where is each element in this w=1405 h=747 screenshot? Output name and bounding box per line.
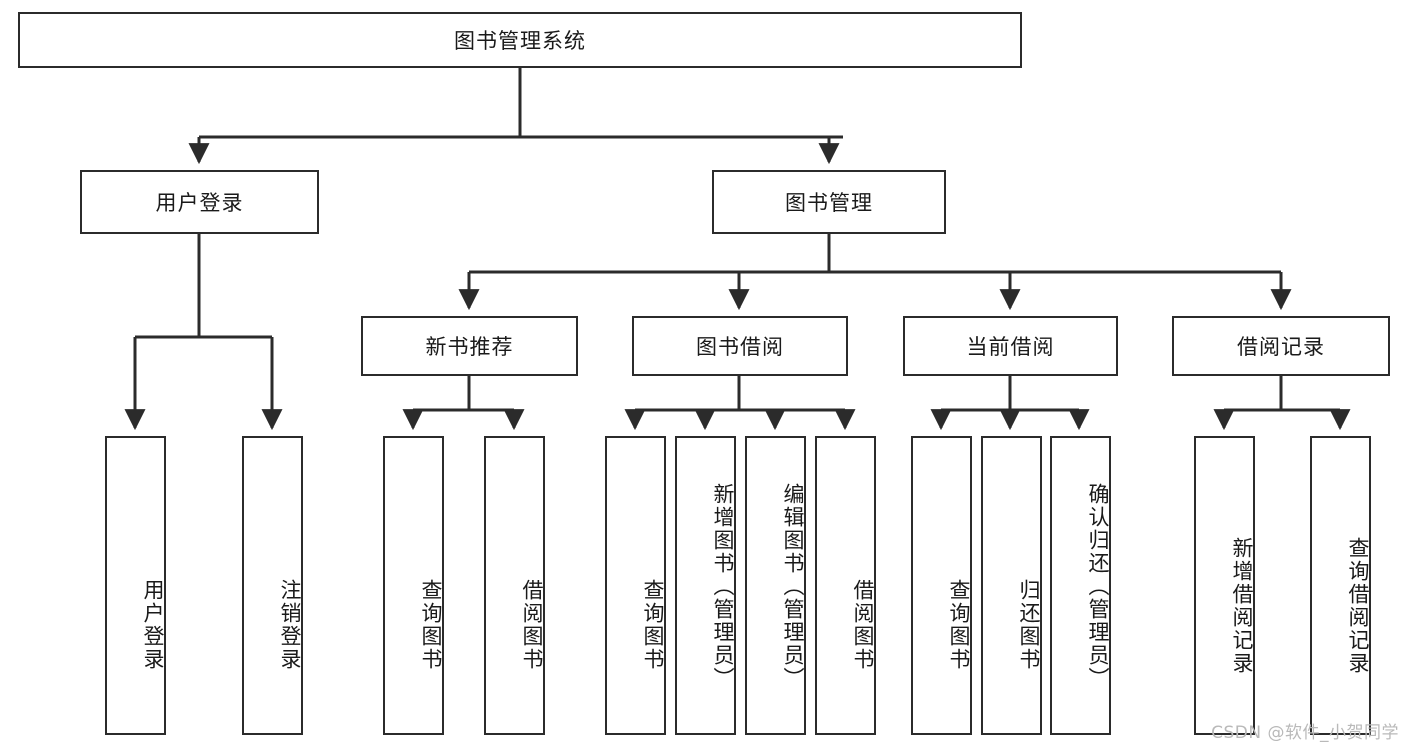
node-label: 借阅记录 [1237,335,1325,359]
leaf-return-book[interactable]: 归还图书 [981,436,1042,735]
node-user-login[interactable]: 用户登录 [80,170,319,234]
leaf-user-login[interactable]: 用户登录 [105,436,166,735]
leaf-query-borrow-record[interactable]: 查询借阅记录 [1310,436,1371,735]
leaf-logout[interactable]: 注销登录 [242,436,303,735]
node-label: 图书管理 [785,191,873,215]
node-book-management[interactable]: 图书管理 [712,170,946,234]
csdn-watermark: CSDN @软件_小贺同学 [1211,723,1399,743]
node-label: 用户登录 [155,191,244,215]
node-label: 查询图书 [641,578,665,671]
node-label: 查询借阅记录 [1346,536,1370,675]
leaf-add-book-admin[interactable]: 新增图书（管理员） [675,436,736,735]
node-label: 编辑图书（管理员） [781,483,805,690]
node-label: 注销登录 [278,578,302,671]
node-label: 查询图书 [947,578,971,671]
node-new-book-recommend[interactable]: 新书推荐 [361,316,578,376]
node-label: 当前借阅 [966,335,1055,359]
leaf-query-book-borrow[interactable]: 查询图书 [605,436,666,735]
node-root-system[interactable]: 图书管理系统 [18,12,1022,68]
leaf-query-book-recommend[interactable]: 查询图书 [383,436,444,735]
node-current-borrow[interactable]: 当前借阅 [903,316,1118,376]
node-label: 图书借阅 [696,335,784,359]
node-borrow-record[interactable]: 借阅记录 [1172,316,1390,376]
node-label: 用户登录 [141,578,165,671]
leaf-edit-book-admin[interactable]: 编辑图书（管理员） [745,436,806,735]
leaf-borrow-book-recommend[interactable]: 借阅图书 [484,436,545,735]
node-book-borrow[interactable]: 图书借阅 [632,316,848,376]
node-label: 借阅图书 [851,578,875,671]
leaf-borrow-book[interactable]: 借阅图书 [815,436,876,735]
leaf-query-book-current[interactable]: 查询图书 [911,436,972,735]
node-label: 新书推荐 [425,335,514,359]
node-label: 借阅图书 [520,578,544,671]
node-label: 归还图书 [1017,578,1041,671]
node-label: 确认归还（管理员） [1086,483,1110,690]
node-label: 查询图书 [419,578,443,671]
leaf-confirm-return-admin[interactable]: 确认归还（管理员） [1050,436,1111,735]
node-label: 图书管理系统 [454,29,586,53]
node-label: 新增借阅记录 [1230,536,1254,675]
node-label: 新增图书（管理员） [711,483,735,690]
leaf-add-borrow-record[interactable]: 新增借阅记录 [1194,436,1255,735]
